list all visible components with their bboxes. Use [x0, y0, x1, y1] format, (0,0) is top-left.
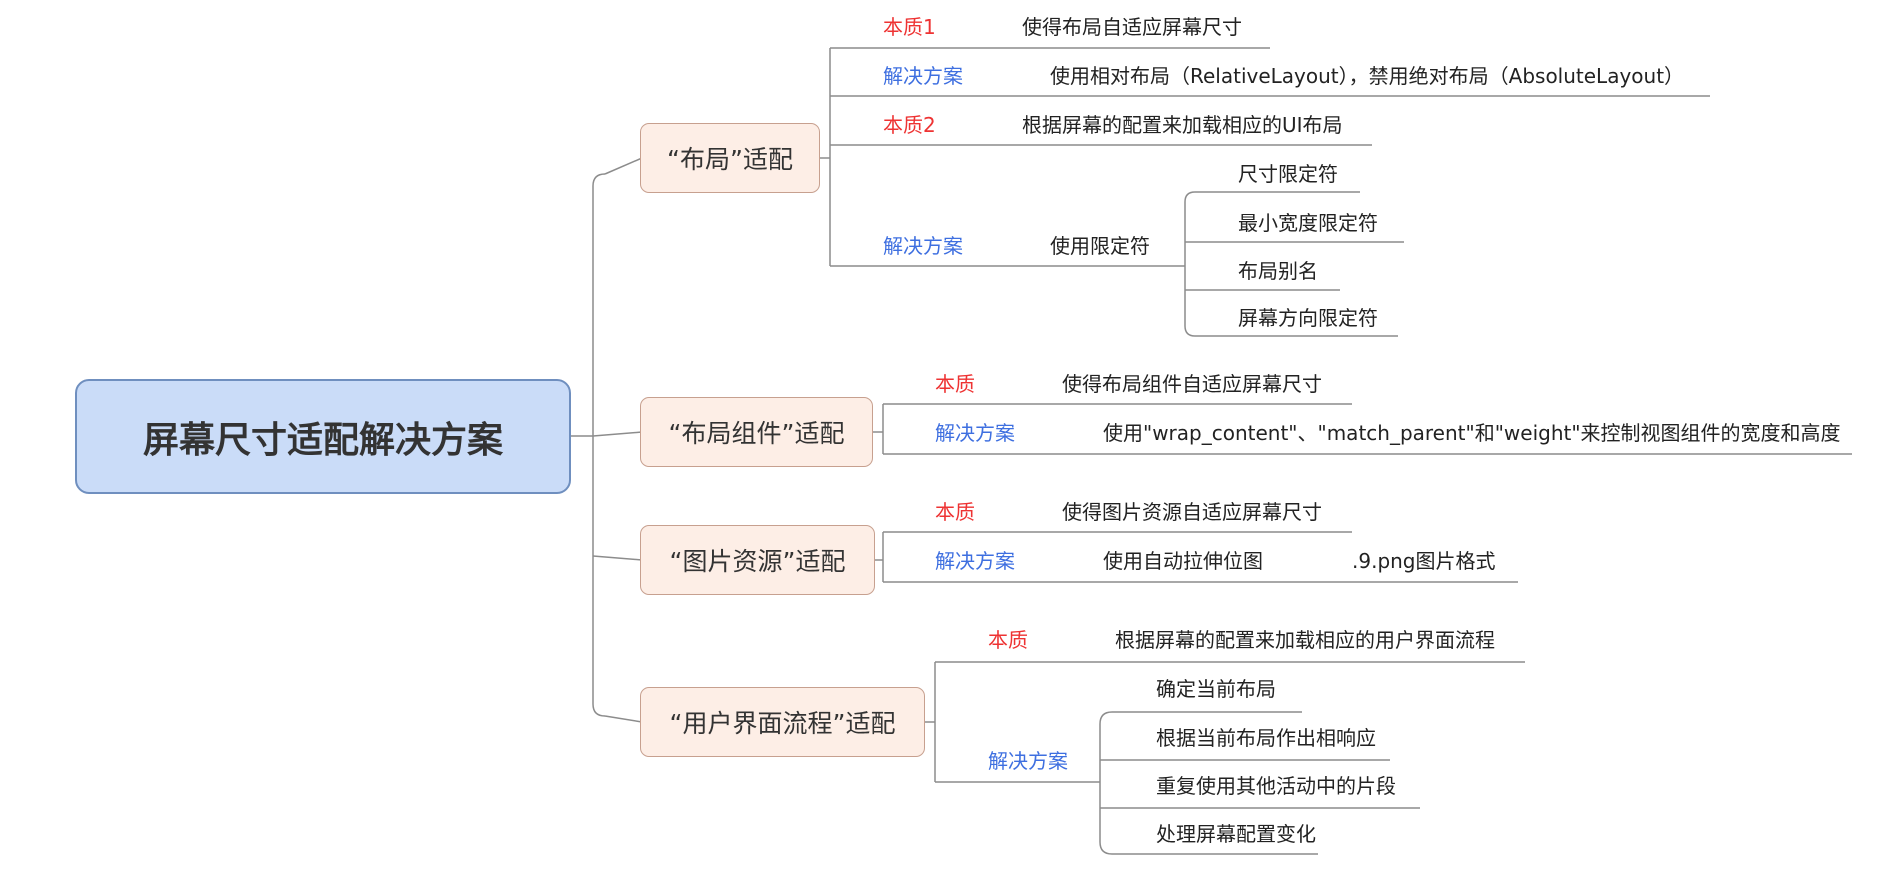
- flow-essence-label: 本质: [988, 628, 1028, 652]
- topic-images[interactable]: “图片资源”适配: [640, 525, 875, 595]
- qualifier-item: 最小宽度限定符: [1238, 211, 1378, 235]
- qualifier-item: 尺寸限定符: [1238, 162, 1338, 186]
- flow-step-item: 根据当前布局作出相响应: [1156, 726, 1376, 750]
- flow-step-item: 确定当前布局: [1156, 677, 1276, 701]
- layout-solution2-text: 使用限定符: [1050, 234, 1150, 258]
- layout-essence2-label: 本质2: [883, 113, 936, 137]
- qualifier-item: 屏幕方向限定符: [1238, 306, 1378, 330]
- images-solution-detail: .9.png图片格式: [1352, 549, 1496, 573]
- layout-solution1-label: 解决方案: [883, 64, 963, 88]
- images-solution-label: 解决方案: [935, 549, 1015, 573]
- topic-flow[interactable]: “用户界面流程”适配: [640, 687, 925, 757]
- root-node[interactable]: 屏幕尺寸适配解决方案: [75, 379, 571, 494]
- layout-solution1-text: 使用相对布局（RelativeLayout），禁用绝对布局（AbsoluteLa…: [1050, 64, 1685, 88]
- topic-layout[interactable]: “布局”适配: [640, 123, 820, 193]
- images-essence-label: 本质: [935, 500, 975, 524]
- flow-essence-text: 根据屏幕的配置来加载相应的用户界面流程: [1115, 628, 1495, 652]
- widgets-solution-label: 解决方案: [935, 421, 1015, 445]
- widgets-essence-text: 使得布局组件自适应屏幕尺寸: [1062, 372, 1322, 396]
- qualifier-item: 布局别名: [1238, 259, 1318, 283]
- layout-essence1-label: 本质1: [883, 15, 936, 39]
- flow-step-item: 处理屏幕配置变化: [1156, 822, 1316, 846]
- topic-widgets[interactable]: “布局组件”适配: [640, 397, 873, 467]
- widgets-solution-text: 使用"wrap_content"、"match_parent"和"weight"…: [1103, 421, 1841, 445]
- images-solution-text: 使用自动拉伸位图: [1103, 549, 1263, 573]
- layout-essence2-text: 根据屏幕的配置来加载相应的UI布局: [1022, 113, 1343, 137]
- images-essence-text: 使得图片资源自适应屏幕尺寸: [1062, 500, 1322, 524]
- layout-solution2-label: 解决方案: [883, 234, 963, 258]
- flow-step-item: 重复使用其他活动中的片段: [1156, 774, 1396, 798]
- flow-solution-label: 解决方案: [988, 749, 1068, 773]
- layout-essence1-text: 使得布局自适应屏幕尺寸: [1022, 15, 1242, 39]
- widgets-essence-label: 本质: [935, 372, 975, 396]
